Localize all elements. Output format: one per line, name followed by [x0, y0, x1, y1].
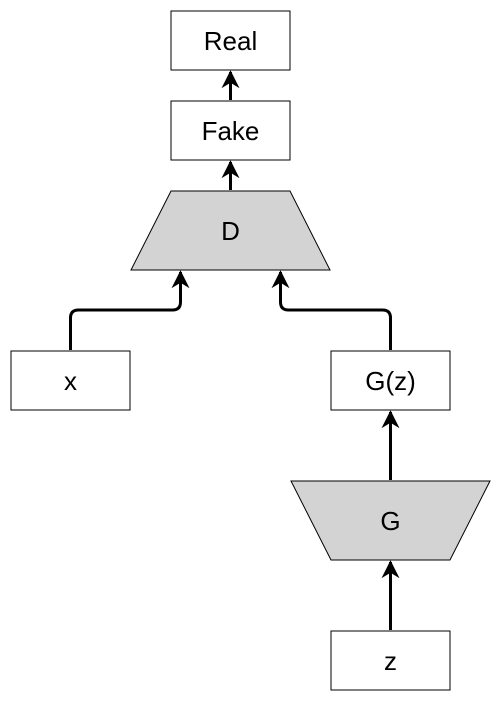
gz-node: G(z) — [330, 350, 451, 411]
discriminator-node: D — [130, 190, 331, 271]
real-node: Real — [170, 10, 291, 71]
x-node: x — [10, 350, 131, 411]
fake-node: Fake — [170, 100, 291, 161]
gz-label: G(z) — [365, 366, 416, 396]
generator-label: G — [380, 506, 400, 536]
generator-node: G — [290, 480, 491, 561]
arrow-gz-to-d — [271, 270, 392, 350]
real-label: Real — [204, 26, 257, 56]
fake-label: Fake — [202, 116, 260, 146]
arrow-x-to-d — [69, 270, 190, 350]
z-label: z — [384, 646, 397, 676]
x-label: x — [64, 366, 77, 396]
z-node: z — [330, 630, 451, 691]
discriminator-label: D — [221, 216, 240, 246]
